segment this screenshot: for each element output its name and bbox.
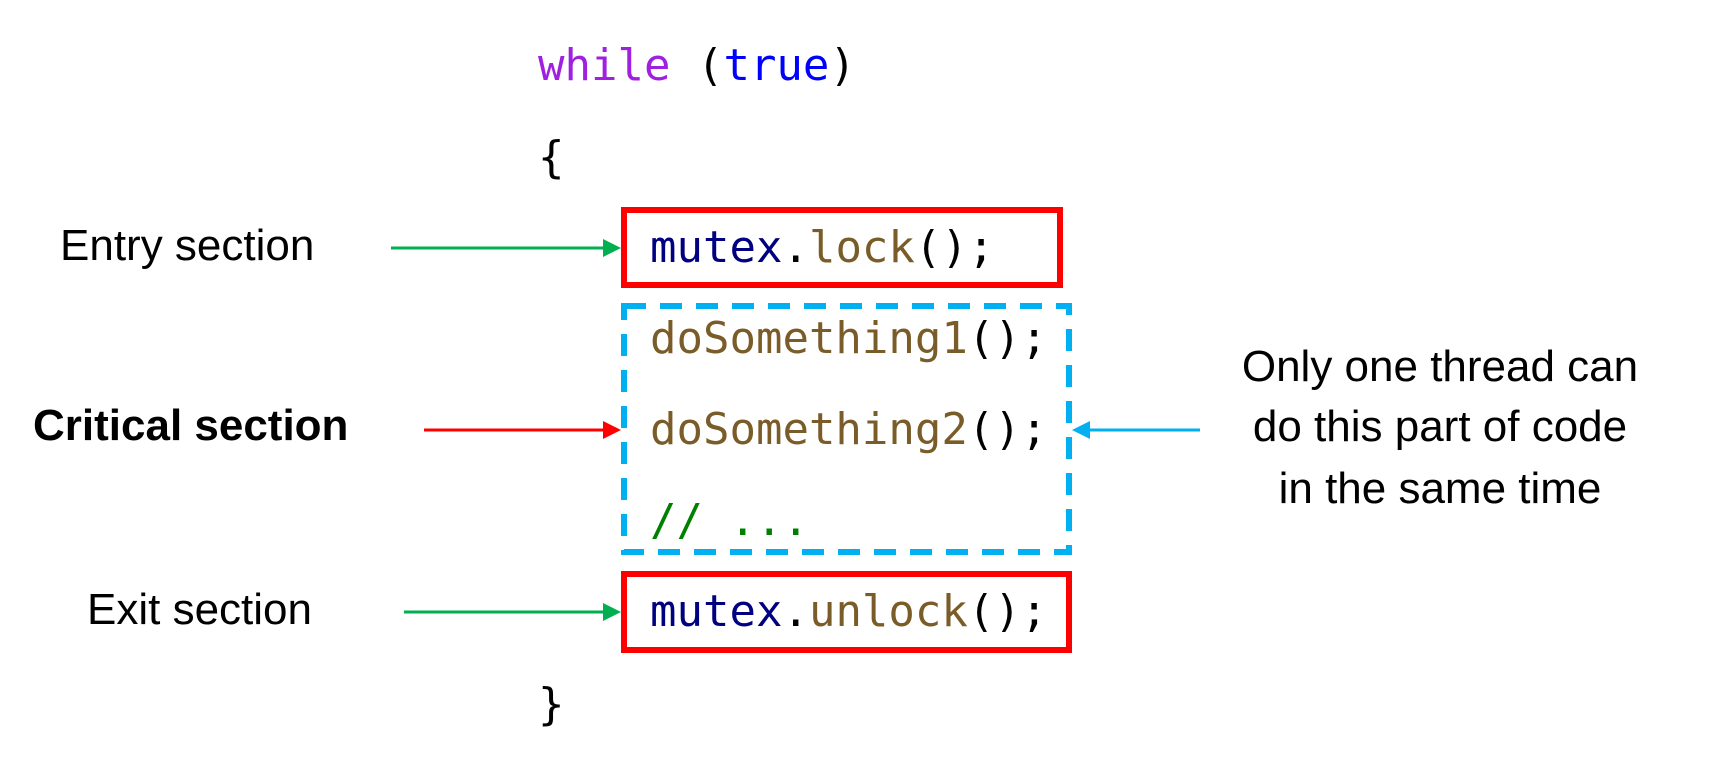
dot: . [782, 586, 809, 637]
open-brace: { [538, 132, 565, 183]
critical-section-label: Critical section [33, 401, 349, 450]
call-tail: (); [967, 404, 1048, 455]
dot: . [782, 222, 809, 273]
true-keyword: true [723, 40, 830, 91]
note-line-3: in the same time [1278, 464, 1602, 513]
call-tail: (); [967, 313, 1048, 364]
while-keyword: while [538, 40, 671, 91]
note-line-1: Only one thread can [1241, 342, 1639, 391]
call-tail: (); [914, 222, 995, 273]
entry-section-box [621, 207, 1063, 288]
comment-line: // ... [650, 495, 809, 546]
close-brace: } [538, 679, 565, 730]
function-name: doSomething1 [650, 313, 968, 364]
unlock-line: mutex.unlock(); [650, 590, 1047, 634]
while-line: while (true) [538, 44, 856, 88]
call-tail: (); [967, 586, 1048, 637]
lock-function: lock [808, 222, 915, 273]
note-line-2: do this part of code [1252, 402, 1628, 451]
do-something-1-line: doSomething1(); [650, 317, 1047, 361]
entry-section-label: Entry section [60, 221, 315, 270]
unlock-function: unlock [808, 586, 968, 637]
critical-section-box [621, 303, 1072, 555]
function-name: doSomething2 [650, 404, 968, 455]
paren: ) [829, 40, 856, 91]
exit-section-label: Exit section [87, 585, 312, 634]
exit-section-box [621, 571, 1072, 653]
paren: ( [696, 40, 724, 91]
mutex-object: mutex [650, 586, 783, 637]
do-something-2-line: doSomething2(); [650, 408, 1047, 452]
lock-line: mutex.lock(); [650, 226, 994, 270]
mutex-object: mutex [650, 222, 783, 273]
